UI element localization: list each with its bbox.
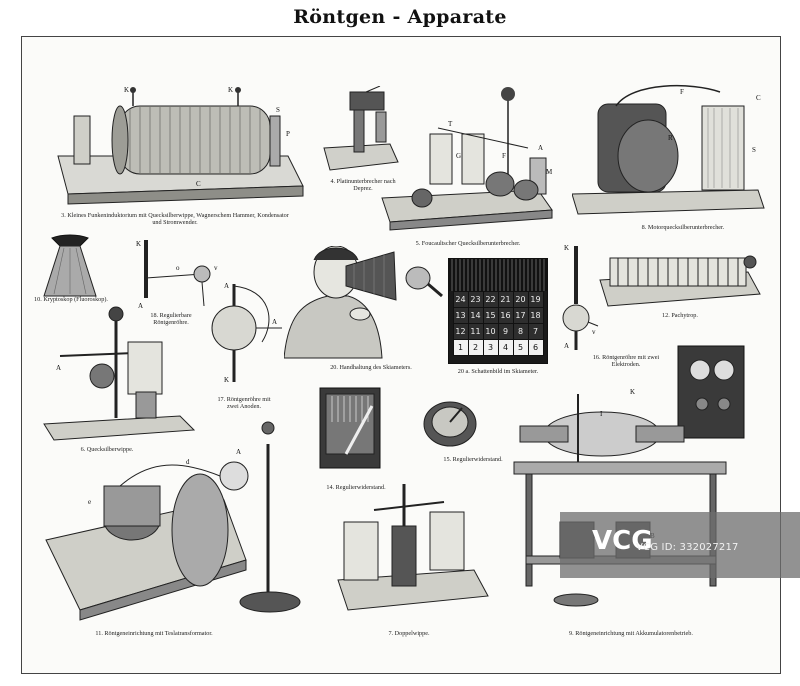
label-k: K [124, 86, 129, 94]
watermark-id: VCG ID: 332027217 [636, 542, 739, 553]
skiameter-cell: 12 [452, 323, 469, 340]
skiameter-cell: 3 [482, 339, 499, 356]
watermark-logo: VCG [592, 526, 653, 556]
skiameter-cell: 11 [467, 323, 484, 340]
skiameter-cell: 18 [527, 307, 544, 324]
skiameter-cell: 13 [452, 307, 469, 324]
figure-regulierbare-roehre: K o v A [136, 240, 218, 310]
page-title: Röntgen - Apparate [293, 6, 507, 28]
label-o: o [176, 264, 180, 272]
label-g: G [456, 152, 461, 160]
label-a: A [56, 364, 61, 372]
caption-fig17: 17. Röntgenröhre mit zwei Anoden. [217, 396, 271, 410]
skiameter-cell: 24 [452, 291, 469, 308]
skiameter-cell: 7 [527, 323, 544, 340]
caption-fig20a: 20 a. Schattenbild im Skiameter. [457, 368, 539, 375]
caption-fig18: 18. Regulierbare Röntgenröhre. [150, 312, 192, 326]
label-a: A [272, 318, 277, 326]
skiameter-cell: 23 [467, 291, 484, 308]
skiameter-cell: 1 [452, 339, 469, 356]
skiameter-cell: 10 [482, 323, 499, 340]
skiameter-cell: 19 [527, 291, 544, 308]
caption-fig12: 12. Pachytrop. [662, 312, 698, 319]
figure-doppelwippe [337, 484, 489, 611]
label-a: A [138, 302, 143, 310]
label-s: S [276, 106, 280, 114]
label-a: A [538, 144, 543, 152]
caption-fig4: 4. Platinunterbrecher nach Deprez. [330, 178, 396, 192]
label-k: K [228, 86, 233, 94]
label-v: v [592, 328, 596, 336]
caption-fig15: 15. Regulierwiderstand. [443, 456, 503, 463]
caption-fig10: 10. Kryptoskop (Fluoroskop). [34, 296, 108, 303]
figure-foucault-unterbrecher: T G F A M [381, 87, 553, 231]
label-e: e [88, 498, 91, 506]
label-p: P [286, 130, 290, 138]
skiameter-cell: 22 [482, 291, 499, 308]
caption-fig11: 11. Röntgeneinrichtung mit Teslatransfor… [95, 630, 213, 637]
figure-funkeninduktorium: K K C S P [57, 86, 304, 205]
figure-quecksilberwippe: A [43, 306, 196, 441]
label-m: M [546, 168, 553, 176]
label-k: K [224, 376, 229, 384]
label-k: K [630, 388, 635, 396]
label-r: R [668, 134, 673, 142]
skiameter-cell: 17 [512, 307, 529, 324]
caption-fig20: 20. Handhaltung des Skiameters. [330, 364, 412, 371]
caption-fig5: 5. Foucaultscher Quecksilberunterbrecher… [415, 240, 521, 247]
skiameter-cell: 9 [497, 323, 514, 340]
figure-teslatransformator: A d e [45, 421, 301, 621]
skiameter-cell: 8 [512, 323, 529, 340]
caption-fig14: 14. Regulierwiderstand. [326, 484, 386, 491]
label-f: F [502, 152, 506, 160]
skiameter-cell: 2 [467, 339, 484, 356]
watermark-banner: VCG VCG ID: 332027217 [560, 512, 800, 578]
skiameter-cell: 21 [497, 291, 514, 308]
figure-roehre-zwei-anoden: A A K [211, 282, 282, 384]
skiameter-cell: 14 [467, 307, 484, 324]
skiameter-cell: 16 [497, 307, 514, 324]
label-f: F [680, 88, 684, 96]
label-d: d [186, 458, 190, 466]
figure-skiameter-handhaltung [284, 246, 443, 359]
caption-fig8: 8. Motorquecksilberunterbrecher. [641, 224, 725, 231]
label-i: I [600, 410, 603, 418]
label-a: A [224, 282, 229, 290]
skiameter-cell: 5 [512, 339, 529, 356]
caption-fig6: 6. Quecksilberwippe. [80, 446, 134, 453]
label-k: K [136, 240, 141, 248]
figure-motorunterbrecher: F R C S [572, 84, 765, 215]
figure-pachytrop [599, 255, 761, 307]
label-c: C [756, 94, 761, 102]
figure-kryptoskop [43, 234, 97, 297]
skiameter-hatching [449, 259, 547, 291]
label-s: S [752, 146, 756, 154]
caption-fig9: 9. Röntgeneinrichtung mit Akkumulatorenb… [569, 630, 693, 637]
label-t: T [448, 120, 453, 128]
figure-akkumulatorenbetrieb: I K B B [513, 345, 745, 607]
label-c: C [196, 180, 201, 188]
caption-fig3: 3. Kleines Funkeninduktorium mit Quecksi… [61, 212, 289, 226]
label-v: v [214, 264, 218, 272]
figure-roehre-zwei-elektroden: K v A [562, 244, 599, 350]
figure-regulierwiderstand-14 [319, 387, 381, 469]
caption-fig7: 7. Doppelwippe. [388, 630, 430, 637]
figure-regulierwiderstand-15 [423, 401, 477, 447]
label-a: A [564, 342, 569, 350]
skiameter-cell: 15 [482, 307, 499, 324]
skiameter-cell: 6 [527, 339, 544, 356]
label-a: A [236, 448, 241, 456]
caption-fig16: 16. Röntgenröhre mit zwei Elektroden. [592, 354, 660, 368]
label-k: K [564, 244, 569, 252]
figure-platinunterbrecher [323, 86, 399, 171]
skiameter-cell: 20 [512, 291, 529, 308]
